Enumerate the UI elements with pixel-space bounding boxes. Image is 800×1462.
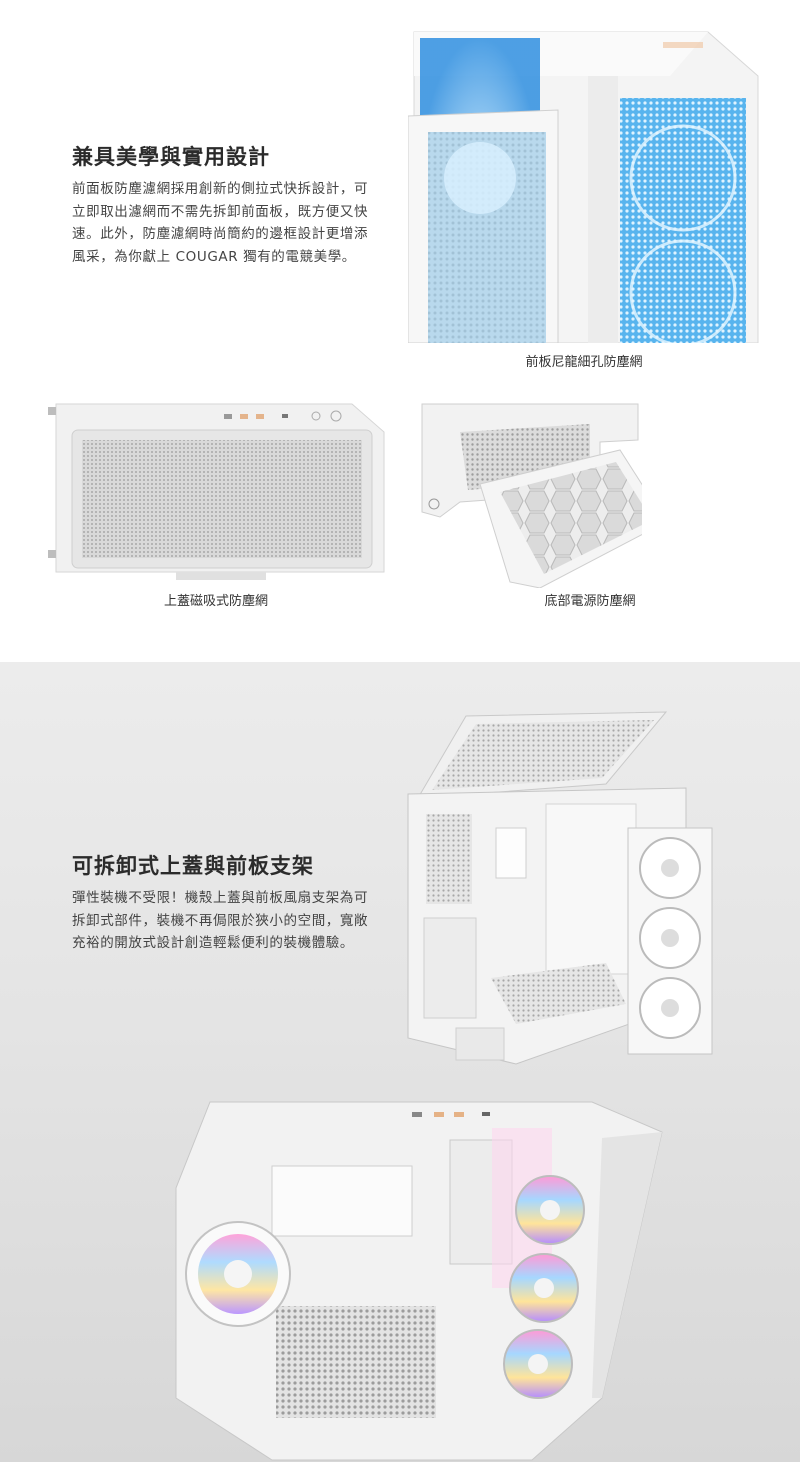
- caption-top-filter: 上蓋磁吸式防塵網: [163, 594, 268, 609]
- removable-panels-image: [407, 711, 713, 1065]
- caption-bottom-filter: 底部電源防塵網: [544, 594, 636, 609]
- bottom-filter-image: [421, 403, 642, 588]
- case-interior-image: [175, 1101, 663, 1461]
- front-panel-filter-image: [408, 31, 759, 343]
- caption-front-filter: 前板尼龍細孔防塵網: [525, 355, 643, 370]
- feature-section-removable: 可拆卸式上蓋與前板支架 彈性裝機不受限！機殼上蓋與前板風扇支架為可拆卸式部件，裝…: [0, 662, 800, 1462]
- section-body: 前面板防塵濾網採用創新的側拉式快拆設計，可立即取出濾網而不需先拆卸前面板，既方便…: [72, 181, 369, 265]
- section-heading: 可拆卸式上蓋與前板支架: [72, 854, 314, 878]
- top-filter-image: [48, 403, 385, 580]
- feature-section-aesthetics: 兼具美學與實用設計 前面板防塵濾網採用創新的側拉式快拆設計，可立即取出濾網而不需…: [0, 0, 800, 662]
- section-heading: 兼具美學與實用設計: [72, 145, 270, 169]
- section-body: 彈性裝機不受限！機殼上蓋與前板風扇支架為可拆卸式部件，裝機不再侷限於狹小的空間，…: [72, 890, 369, 951]
